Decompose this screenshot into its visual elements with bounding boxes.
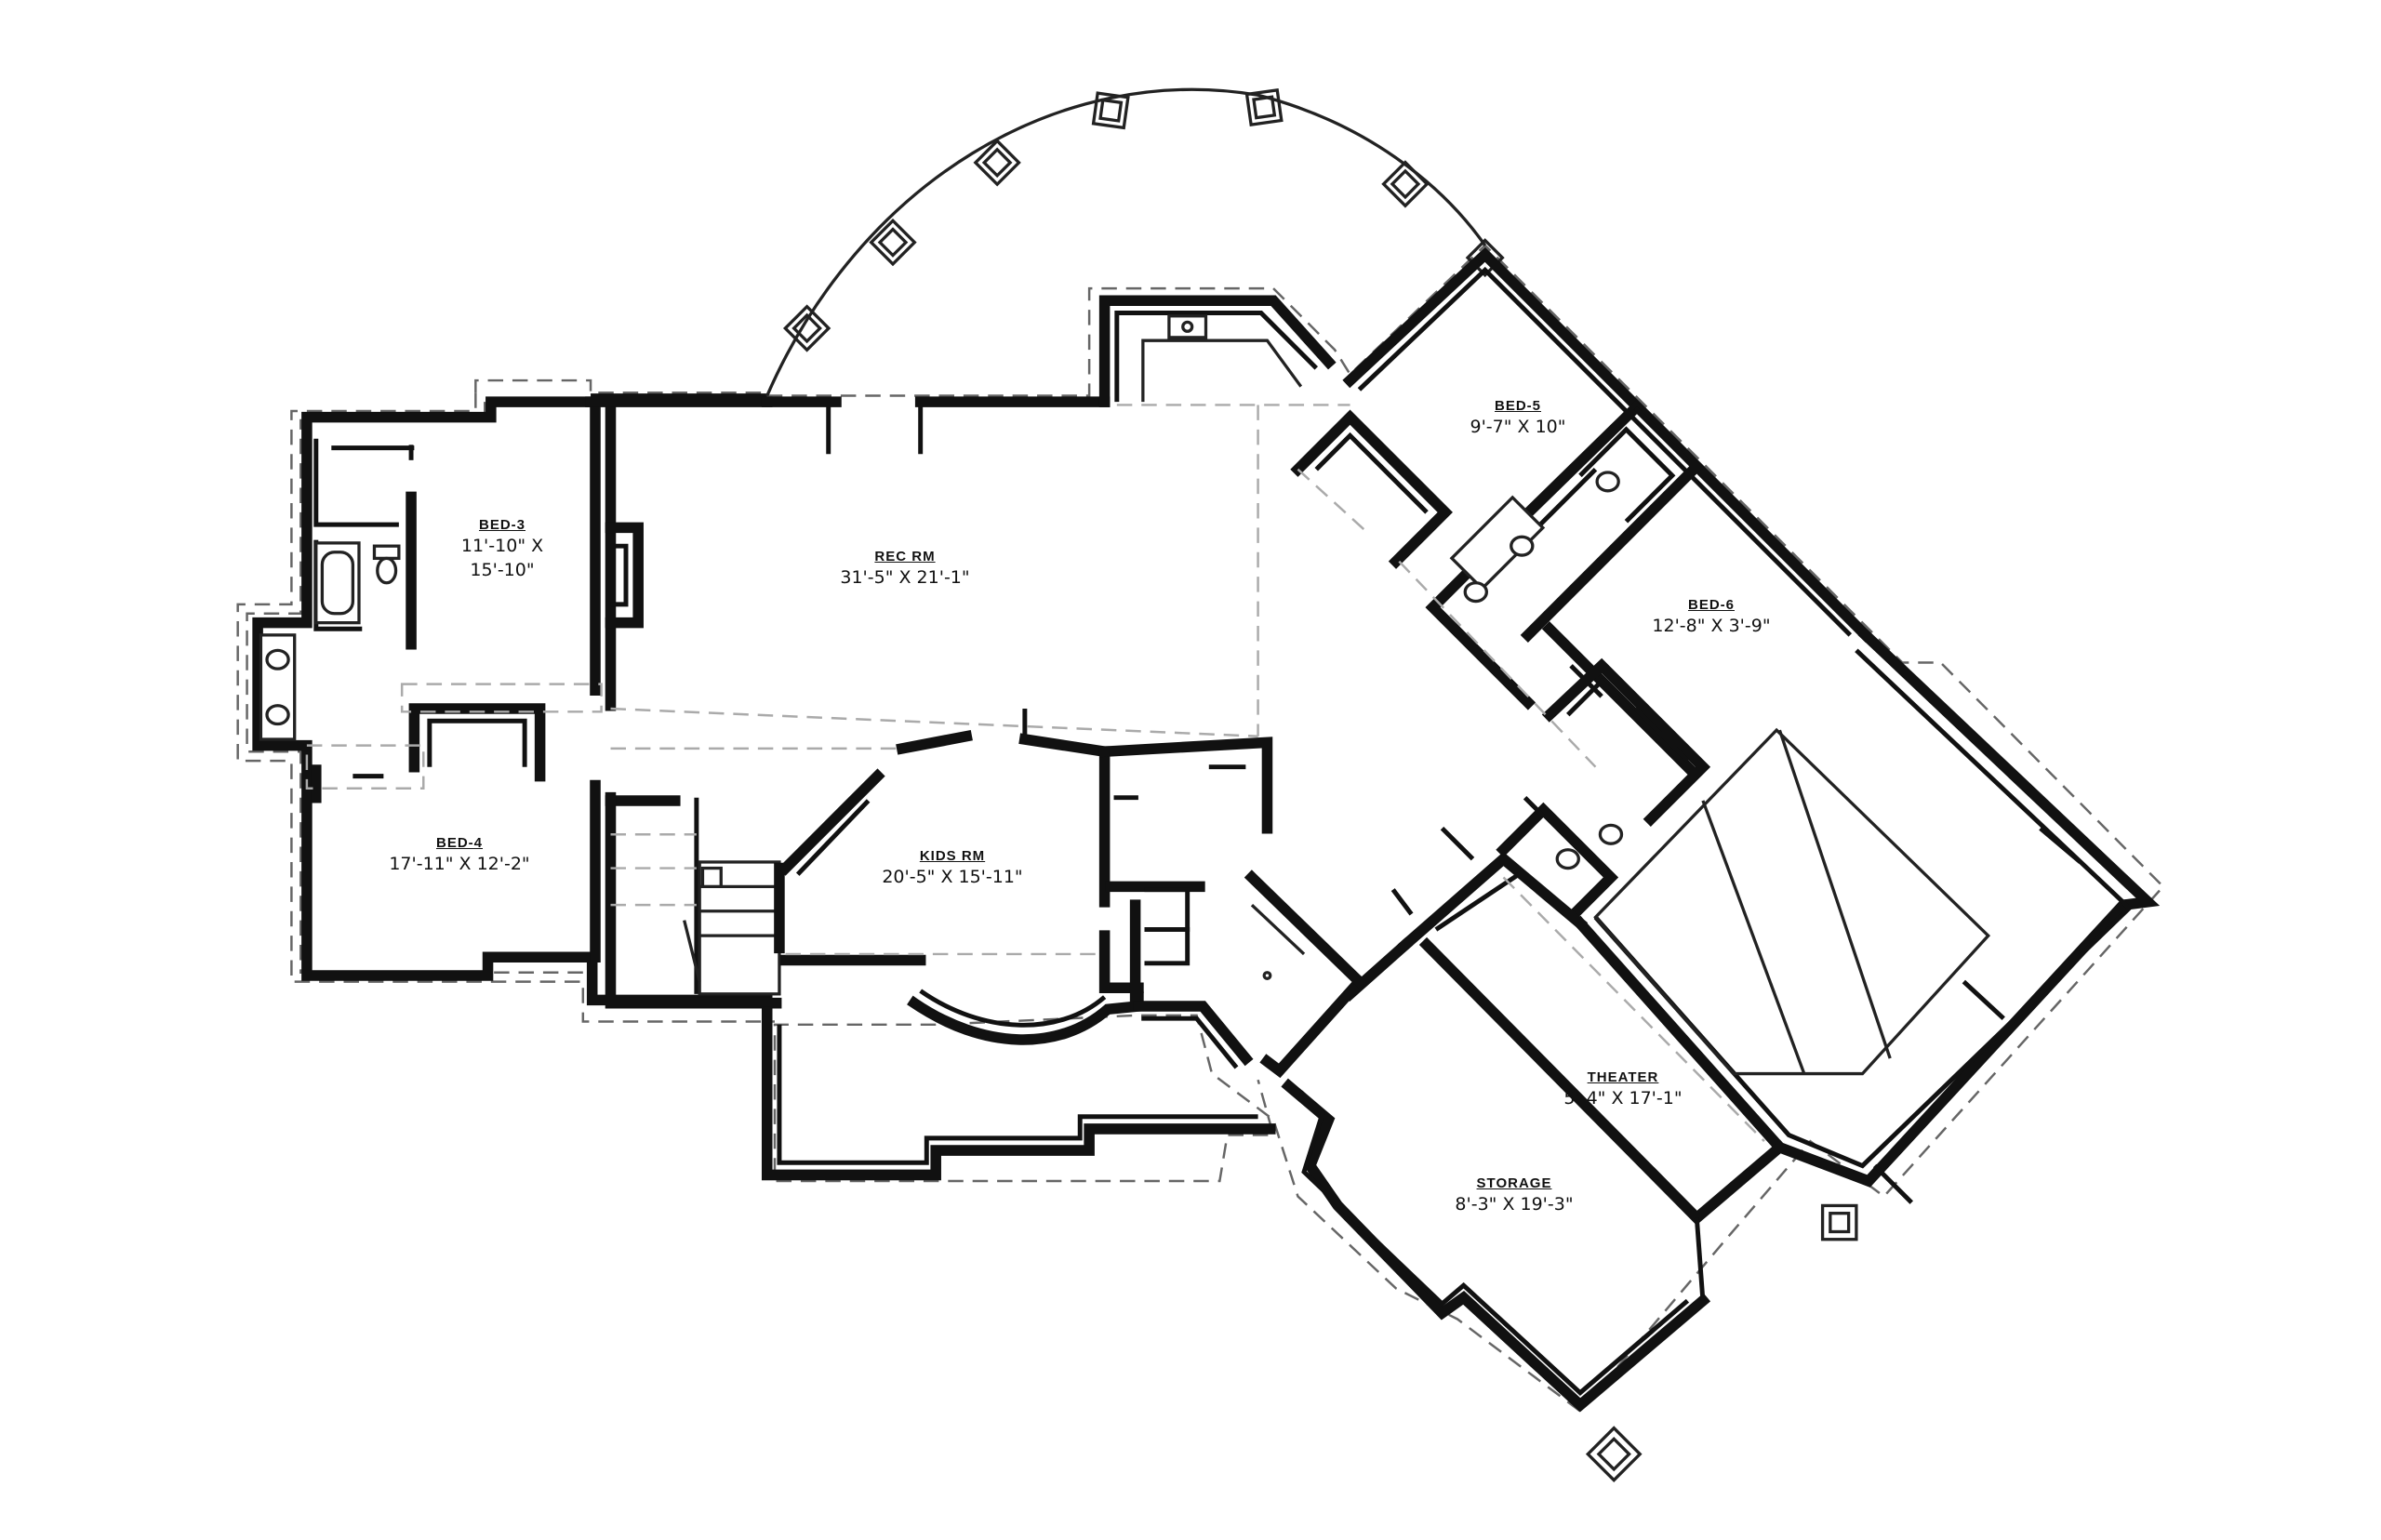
room-label-rec-rm: REC RM 31'-5" X 21'-1" <box>840 549 969 590</box>
column-icon <box>1381 160 1430 208</box>
room-label-kids-rm: KIDS RM 20'-5" X 15'-11" <box>882 848 1022 889</box>
right-wing-walls <box>1290 246 1873 923</box>
left-bath-fixtures <box>259 541 401 741</box>
room-name: BED-6 <box>1687 597 1735 613</box>
column-icon <box>869 218 917 267</box>
room-name: BED-5 <box>1494 398 1542 414</box>
column-icon <box>1091 91 1130 130</box>
center-walls <box>605 709 1367 1045</box>
room-name: THEATER <box>1587 1069 1659 1085</box>
room-name: KIDS RM <box>919 848 986 864</box>
room-dimensions: 12'-8" X 3'-9" <box>1652 616 1771 636</box>
room-dimensions: 15'-10" <box>470 560 535 580</box>
column-icon <box>782 304 831 352</box>
room-label-bed-3: BED-3 11'-10" X 15'-10" <box>461 517 543 582</box>
column-icon <box>973 139 1021 187</box>
room-label-storage: STORAGE 8'-3" X 19'-3" <box>1455 1175 1573 1216</box>
foundation-outline <box>236 244 2165 1414</box>
room-label-theater: THEATER 5'-4" X 17'-1" <box>1563 1069 1682 1110</box>
room-dimensions: 5'-4" X 17'-1" <box>1563 1088 1683 1109</box>
room-dimensions: 9'-7" X 10" <box>1470 417 1566 437</box>
left-wing-walls <box>252 396 773 1006</box>
lower-deck <box>761 1001 1276 1181</box>
column-icon <box>1820 1203 1858 1241</box>
rec-room-walls <box>585 295 1350 750</box>
room-name: STORAGE <box>1476 1175 1552 1191</box>
room-dimensions: 20'-5" X 15'-11" <box>882 867 1023 887</box>
garage-walls <box>1572 627 2161 1204</box>
room-label-bed-6: BED-6 12'-8" X 3'-9" <box>1652 597 1770 638</box>
room-label-bed-5: BED-5 9'-7" X 10" <box>1470 398 1565 439</box>
theater-storage-walls <box>1259 852 1788 1413</box>
room-dimensions: 11'-10" X <box>460 536 544 556</box>
column-icon <box>1585 1426 1643 1482</box>
column-icon <box>1244 87 1284 126</box>
room-dimensions: 31'-5" X 21'-1" <box>840 567 970 588</box>
room-label-bed-4: BED-4 17'-11" X 12'-2" <box>389 835 529 876</box>
room-dimensions: 8'-3" X 19'-3" <box>1455 1194 1574 1215</box>
room-name: BED-3 <box>478 517 526 533</box>
room-name: BED-4 <box>435 835 484 851</box>
room-name: REC RM <box>874 549 936 564</box>
room-dimensions: 17'-11" X 12'-2" <box>389 854 530 874</box>
patio-arc <box>765 87 1505 397</box>
